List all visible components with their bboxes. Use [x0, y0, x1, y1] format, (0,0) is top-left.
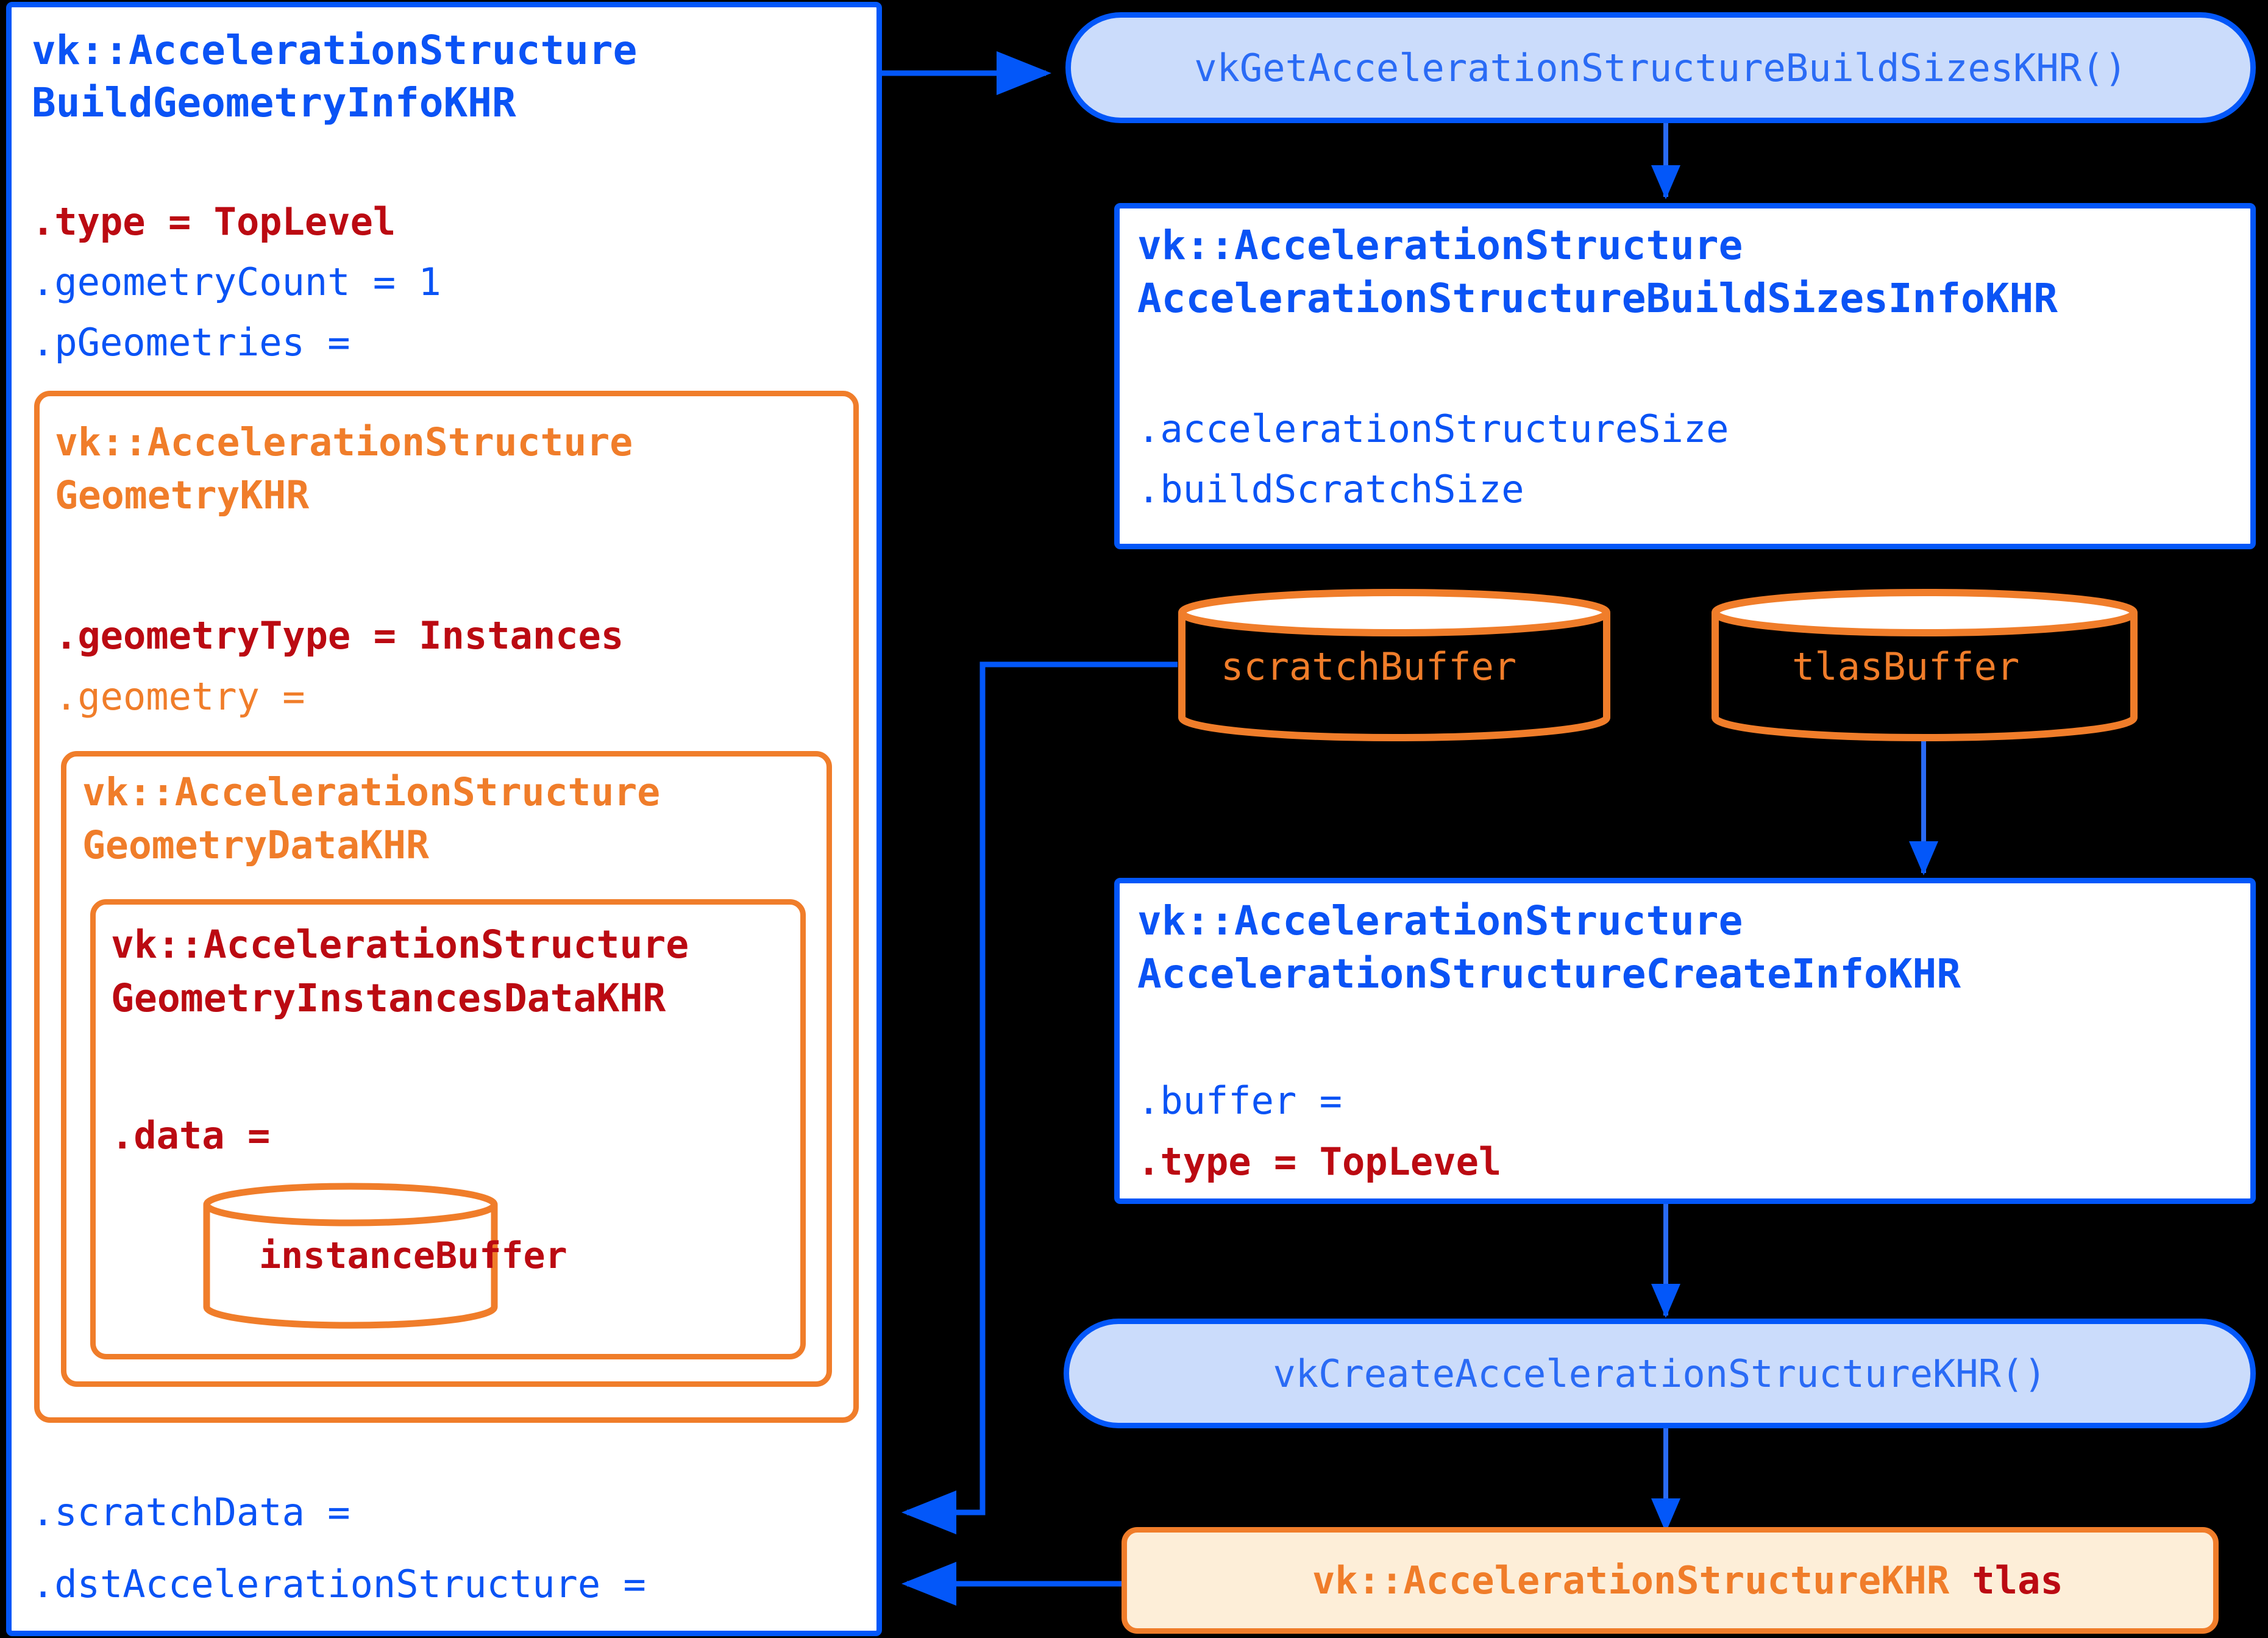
create-acceleration-structure-call-label: vkCreateAccelerationStructureKHR(): [1273, 1351, 2047, 1396]
build-geometry-info-title-line1: vk::AccelerationStructure: [32, 27, 638, 74]
tlas-buffer-cylinder: [1707, 588, 2142, 742]
build-geometry-info-title-line2: BuildGeometryInfoKHR: [32, 79, 516, 126]
tlas-result-var: tlas: [1972, 1558, 2063, 1603]
field-type-toplevel: .type = TopLevel: [32, 199, 396, 244]
create-info-box: [1114, 878, 2256, 1204]
create-info-title-line2: AccelerationStructureCreateInfoKHR: [1137, 950, 1961, 997]
tlas-result-label: vk::AccelerationStructureKHR tlas: [1277, 1547, 2063, 1614]
geometry-data-khr-title-line1: vk::AccelerationStructure: [82, 770, 661, 814]
field-buildscratchsize: .buildScratchSize: [1137, 467, 1524, 511]
field-accelerationstructuresize: .accelerationStructureSize: [1137, 407, 1729, 451]
field-geometrytype-instances: .geometryType = Instances: [55, 613, 624, 658]
field-data: .data =: [111, 1113, 271, 1158]
field-pgeometries: .pGeometries =: [32, 320, 350, 365]
tlas-result-box: vk::AccelerationStructureKHR tlas: [1122, 1527, 2219, 1634]
field-buffer: .buffer =: [1137, 1078, 1342, 1123]
instance-buffer-cylinder: [198, 1183, 503, 1329]
field-dstaccelerationstructure: .dstAccelerationStructure =: [32, 1562, 646, 1606]
create-acceleration-structure-call-pill[interactable]: vkCreateAccelerationStructureKHR(): [1064, 1319, 2256, 1428]
geometry-khr-title-line2: GeometryKHR: [55, 473, 310, 518]
geometry-instances-data-khr-title-line2: GeometryInstancesDataKHR: [111, 976, 666, 1020]
build-sizes-info-box: [1114, 203, 2256, 549]
create-info-title-line1: vk::AccelerationStructure: [1137, 897, 1743, 944]
build-sizes-info-title-line2: AccelerationStructureBuildSizesInfoKHR: [1137, 275, 2058, 322]
tlas-result-type: vk::AccelerationStructureKHR: [1312, 1558, 1950, 1603]
build-sizes-info-title-line1: vk::AccelerationStructure: [1137, 222, 1743, 269]
geometry-data-khr-title-line2: GeometryDataKHR: [82, 823, 429, 867]
field-geometrycount: .geometryCount = 1: [32, 260, 441, 304]
instance-buffer-label: instanceBuffer: [259, 1234, 567, 1277]
tlas-buffer-label: tlasBuffer: [1792, 644, 2020, 689]
scratch-buffer-label: scratchBuffer: [1221, 644, 1517, 689]
scratch-buffer-cylinder: [1173, 588, 1615, 742]
field-geometry: .geometry =: [55, 674, 305, 719]
geometry-khr-title-line1: vk::AccelerationStructure: [55, 420, 633, 465]
field-scratchdata: .scratchData =: [32, 1490, 350, 1534]
get-build-sizes-call-label: vkGetAccelerationStructureBuildSizesKHR(…: [1194, 45, 2127, 90]
get-build-sizes-call-pill[interactable]: vkGetAccelerationStructureBuildSizesKHR(…: [1065, 12, 2256, 123]
geometry-instances-data-khr-title-line1: vk::AccelerationStructure: [111, 922, 689, 967]
field-createinfo-type: .type = TopLevel: [1137, 1139, 1502, 1184]
